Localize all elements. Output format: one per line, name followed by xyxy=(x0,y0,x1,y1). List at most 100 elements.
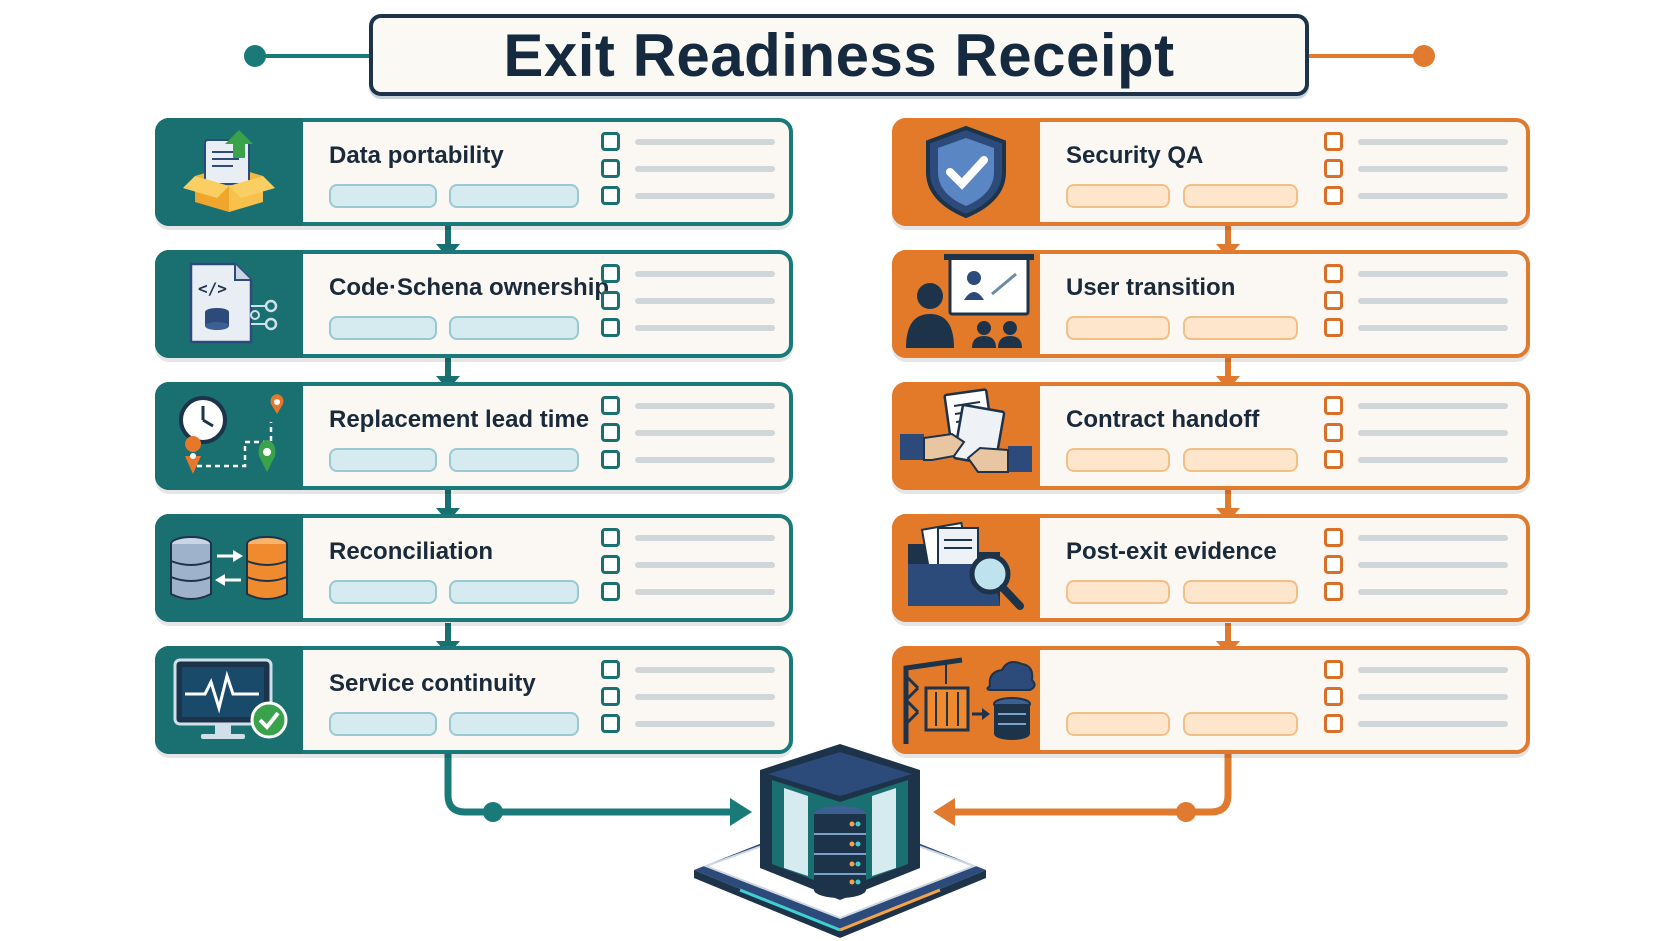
checkbox[interactable] xyxy=(1324,291,1343,310)
checkbox[interactable] xyxy=(1324,528,1343,547)
placeholder-line xyxy=(635,721,775,727)
placeholder-line xyxy=(1358,721,1508,727)
checkbox[interactable] xyxy=(1324,555,1343,574)
title-banner: Exit Readiness Receipt xyxy=(369,14,1309,96)
checklist-card-data-portability: Data portability xyxy=(155,118,793,226)
checkbox[interactable] xyxy=(601,687,620,706)
checkbox[interactable] xyxy=(601,318,620,337)
placeholder-line xyxy=(1358,562,1508,568)
placeholder-line xyxy=(635,694,775,700)
checkbox[interactable] xyxy=(1324,186,1343,205)
placeholder-line xyxy=(635,166,775,172)
card-label: Post-exit evidence xyxy=(1066,538,1277,565)
card-label: Reconciliation xyxy=(329,538,494,565)
placeholder-line xyxy=(635,193,775,199)
placeholder-line xyxy=(635,298,775,304)
clock-route-icon xyxy=(155,382,303,490)
checkbox[interactable] xyxy=(1324,396,1343,415)
checkbox[interactable] xyxy=(601,396,620,415)
placeholder-line xyxy=(635,139,775,145)
placeholder-line xyxy=(1358,166,1508,172)
checklist-card-post-exit-evidence: Post-exit evidence xyxy=(892,514,1530,622)
placeholder-line xyxy=(635,562,775,568)
checkbox[interactable] xyxy=(1324,423,1343,442)
placeholder-line xyxy=(1358,193,1508,199)
export-box-icon xyxy=(155,118,303,226)
placeholder-field xyxy=(1183,712,1298,736)
checkbox[interactable] xyxy=(1324,582,1343,601)
placeholder-field xyxy=(1066,184,1170,208)
checkbox[interactable] xyxy=(1324,132,1343,151)
checkbox[interactable] xyxy=(601,450,620,469)
card-label: Replacement lead time xyxy=(329,406,590,433)
card-label: Data portability xyxy=(329,142,504,169)
checkbox[interactable] xyxy=(601,291,620,310)
card-label: Service continuity xyxy=(329,670,536,697)
checkbox[interactable] xyxy=(601,132,620,151)
checkbox[interactable] xyxy=(1324,159,1343,178)
placeholder-line xyxy=(1358,430,1508,436)
checklist-card-service-continuity: Service continuity xyxy=(155,646,793,754)
card-label: Contract handoff xyxy=(1066,406,1260,433)
placeholder-line xyxy=(1358,589,1508,595)
placeholder-line xyxy=(1358,403,1508,409)
checklist-card-migration xyxy=(892,646,1530,754)
placeholder-line xyxy=(635,325,775,331)
checkbox[interactable] xyxy=(601,423,620,442)
checkbox[interactable] xyxy=(1324,264,1343,283)
server-hub-icon xyxy=(694,744,986,938)
svg-text:</>: </> xyxy=(198,279,227,298)
placeholder-field xyxy=(1066,712,1170,736)
card-label: Code·Schena ownership xyxy=(329,274,610,301)
database-sync-icon xyxy=(155,514,303,622)
placeholder-field xyxy=(329,184,437,208)
checkbox[interactable] xyxy=(601,714,620,733)
checkbox[interactable] xyxy=(1324,714,1343,733)
checkbox[interactable] xyxy=(601,264,620,283)
placeholder-field xyxy=(1183,580,1298,604)
checklist-card-contract-handoff: Contract handoff xyxy=(892,382,1530,490)
checkbox[interactable] xyxy=(1324,660,1343,679)
placeholder-field xyxy=(1066,316,1170,340)
placeholder-field xyxy=(449,448,579,472)
checkbox[interactable] xyxy=(1324,687,1343,706)
checklist-card-reconciliation: Reconciliation xyxy=(155,514,793,622)
placeholder-field xyxy=(449,580,579,604)
card-label: Security QA xyxy=(1066,142,1204,169)
code-file-database-icon: </> xyxy=(155,250,303,358)
placeholder-field xyxy=(1183,184,1298,208)
checkbox[interactable] xyxy=(601,582,620,601)
placeholder-field xyxy=(449,316,579,340)
checkbox[interactable] xyxy=(1324,450,1343,469)
checkbox[interactable] xyxy=(601,660,620,679)
placeholder-line xyxy=(1358,457,1508,463)
placeholder-field xyxy=(1066,448,1170,472)
placeholder-field xyxy=(1183,448,1298,472)
placeholder-field xyxy=(1066,580,1170,604)
placeholder-field xyxy=(449,184,579,208)
placeholder-field xyxy=(329,712,437,736)
shield-check-icon xyxy=(892,118,1040,226)
placeholder-line xyxy=(1358,325,1508,331)
checkbox[interactable] xyxy=(601,555,620,574)
placeholder-line xyxy=(1358,694,1508,700)
placeholder-line xyxy=(635,430,775,436)
checkbox[interactable] xyxy=(1324,318,1343,337)
placeholder-field xyxy=(329,316,437,340)
checklist-card-replacement-lead-time: Replacement lead time xyxy=(155,382,793,490)
page-title: Exit Readiness Receipt xyxy=(503,21,1175,89)
crane-cloud-migration-icon xyxy=(892,646,1040,754)
placeholder-line xyxy=(1358,535,1508,541)
placeholder-line xyxy=(635,589,775,595)
placeholder-line xyxy=(635,457,775,463)
checkbox[interactable] xyxy=(601,159,620,178)
checkbox[interactable] xyxy=(601,528,620,547)
placeholder-line xyxy=(1358,667,1508,673)
folder-magnifier-icon xyxy=(892,514,1040,622)
checklist-card-code-schema-ownership: </> Code·Schena ownership xyxy=(155,250,793,358)
placeholder-line xyxy=(1358,298,1508,304)
checkbox[interactable] xyxy=(601,186,620,205)
placeholder-line xyxy=(1358,139,1508,145)
placeholder-field xyxy=(329,580,437,604)
